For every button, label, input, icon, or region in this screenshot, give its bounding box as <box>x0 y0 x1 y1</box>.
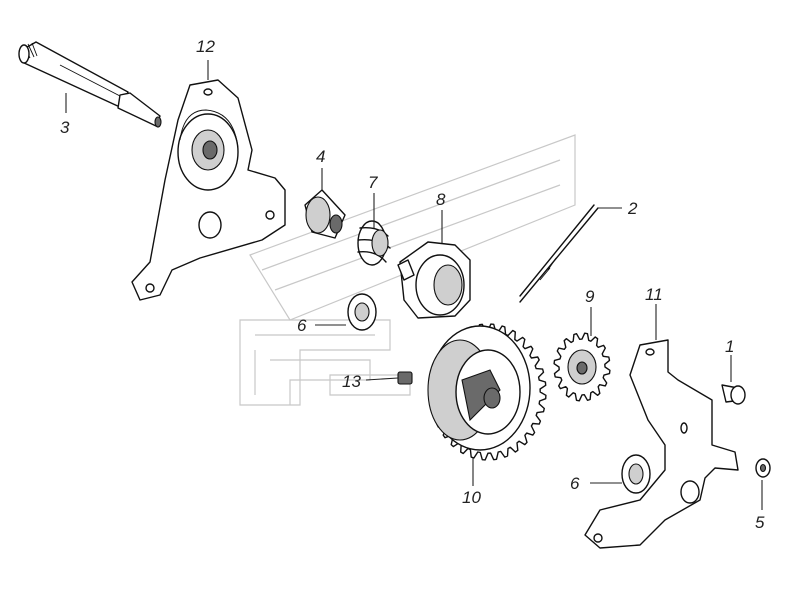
watermark <box>239 134 576 406</box>
callout-1: 1 <box>725 337 734 356</box>
eccentric-part-8 <box>397 241 471 319</box>
callout-3: 3 <box>60 118 70 137</box>
washer-part-6-upper <box>347 293 377 331</box>
shaft-part-3 <box>18 41 162 128</box>
mounting-plate-part-12 <box>131 79 286 301</box>
small-gear-part-9 <box>553 332 611 402</box>
callout-6a: 6 <box>297 316 307 335</box>
callout-9: 9 <box>585 287 595 306</box>
callout-8: 8 <box>436 190 446 209</box>
small-washer-part-5 <box>755 458 771 478</box>
callout-4: 4 <box>316 147 325 166</box>
pin-part-1 <box>721 384 746 405</box>
large-gear-part-10 <box>427 323 547 461</box>
callout-5: 5 <box>755 513 765 532</box>
callouts: 3 12 4 7 8 2 6 13 9 11 1 10 6 5 <box>60 37 765 532</box>
callout-6b: 6 <box>570 474 580 493</box>
callout-7: 7 <box>368 173 378 192</box>
callout-12: 12 <box>196 37 215 56</box>
callout-2: 2 <box>627 199 638 218</box>
leader-lines <box>65 60 763 510</box>
callout-11: 11 <box>645 285 663 304</box>
callout-13: 13 <box>342 372 361 391</box>
washer-part-6-lower <box>621 454 651 494</box>
bracket-part-11 <box>584 339 739 549</box>
callout-10: 10 <box>462 488 481 507</box>
small-bushing-part-13 <box>397 371 413 385</box>
bushing-part-4 <box>304 189 346 239</box>
spring-part-7 <box>357 220 391 266</box>
pin-part-2 <box>519 204 599 303</box>
